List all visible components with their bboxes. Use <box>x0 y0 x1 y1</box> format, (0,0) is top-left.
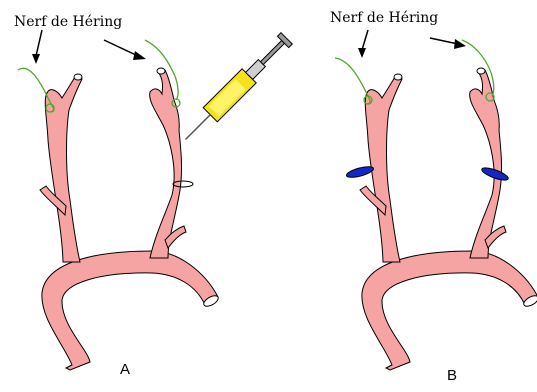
nerve-label-left: Nerf de Héring <box>14 14 122 30</box>
clamp-left <box>345 165 374 180</box>
panel-label-b: B <box>447 368 457 384</box>
panel-b-vessels <box>360 68 537 370</box>
syringe <box>178 31 293 146</box>
nerve-label-right: Nerf de Héring <box>330 10 438 26</box>
arrow-left-a <box>36 30 42 56</box>
arrowhead-right-a <box>133 51 146 60</box>
panel-a-vessels <box>40 68 220 370</box>
arrowhead-left-b <box>358 48 366 58</box>
arrow-left-b <box>362 30 368 50</box>
arrow-right-a <box>104 40 138 56</box>
panel-label-a: A <box>120 362 130 378</box>
arrow-right-b <box>430 38 458 44</box>
arrowhead-left-a <box>32 54 40 64</box>
